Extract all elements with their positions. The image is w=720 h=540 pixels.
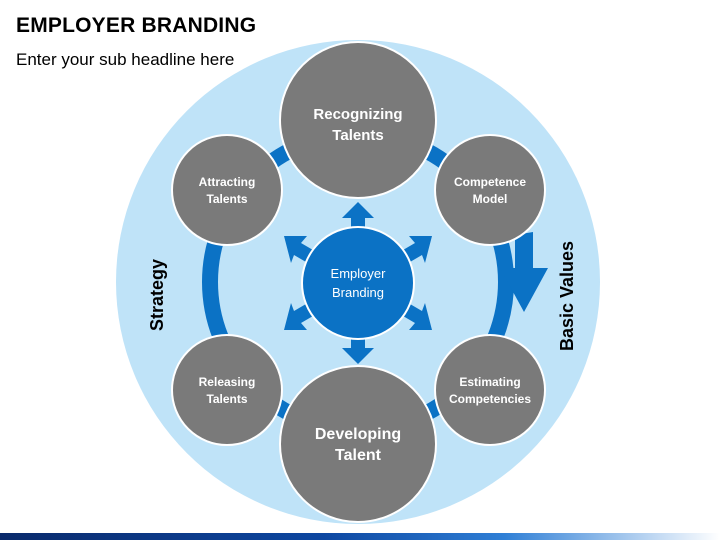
node-developing-line1: Developing [315, 426, 401, 443]
node-recognizing: Recognizing Talents [279, 41, 437, 199]
node-competence-line2: Model [473, 192, 508, 206]
node-attracting-line1: Attracting [199, 175, 256, 189]
center-arrow-up-left [284, 236, 313, 263]
node-attracting-line2: Talents [206, 192, 247, 206]
node-developing: Developing Talent [279, 365, 437, 523]
center-node: Employer Branding [301, 226, 415, 340]
node-recognizing-line2: Talents [332, 127, 383, 144]
center-arrow-down-right [403, 303, 432, 330]
slide-subtitle: Enter your sub headline here [16, 50, 235, 69]
footer-bar [0, 533, 720, 540]
node-releasing-line2: Talents [206, 392, 247, 406]
center-arrows [284, 202, 432, 364]
side-label-strategy: Strategy [147, 259, 167, 331]
center-arrow-up-right [403, 236, 432, 263]
center-arrow-down [342, 334, 374, 364]
flow-arrow [500, 232, 548, 312]
node-competence: Competence Model [434, 134, 546, 246]
node-estimating-line2: Competencies [449, 392, 531, 406]
center-arrow-up [342, 202, 374, 232]
center-arrow-down-left [284, 303, 313, 330]
center-label-line2: Branding [332, 285, 384, 300]
slide-title: EMPLOYER BRANDING [16, 14, 257, 37]
node-competence-line1: Competence [454, 175, 526, 189]
center-label-line1: Employer [331, 266, 387, 281]
node-recognizing-line1: Recognizing [313, 106, 402, 123]
node-attracting: Attracting Talents [171, 134, 283, 246]
side-label-basic-values: Basic Values [557, 241, 577, 351]
node-releasing-line1: Releasing [199, 375, 256, 389]
node-releasing: Releasing Talents [171, 334, 283, 446]
node-developing-line2: Talent [335, 447, 382, 464]
node-estimating-line1: Estimating [459, 375, 520, 389]
node-estimating: Estimating Competencies [434, 334, 546, 446]
